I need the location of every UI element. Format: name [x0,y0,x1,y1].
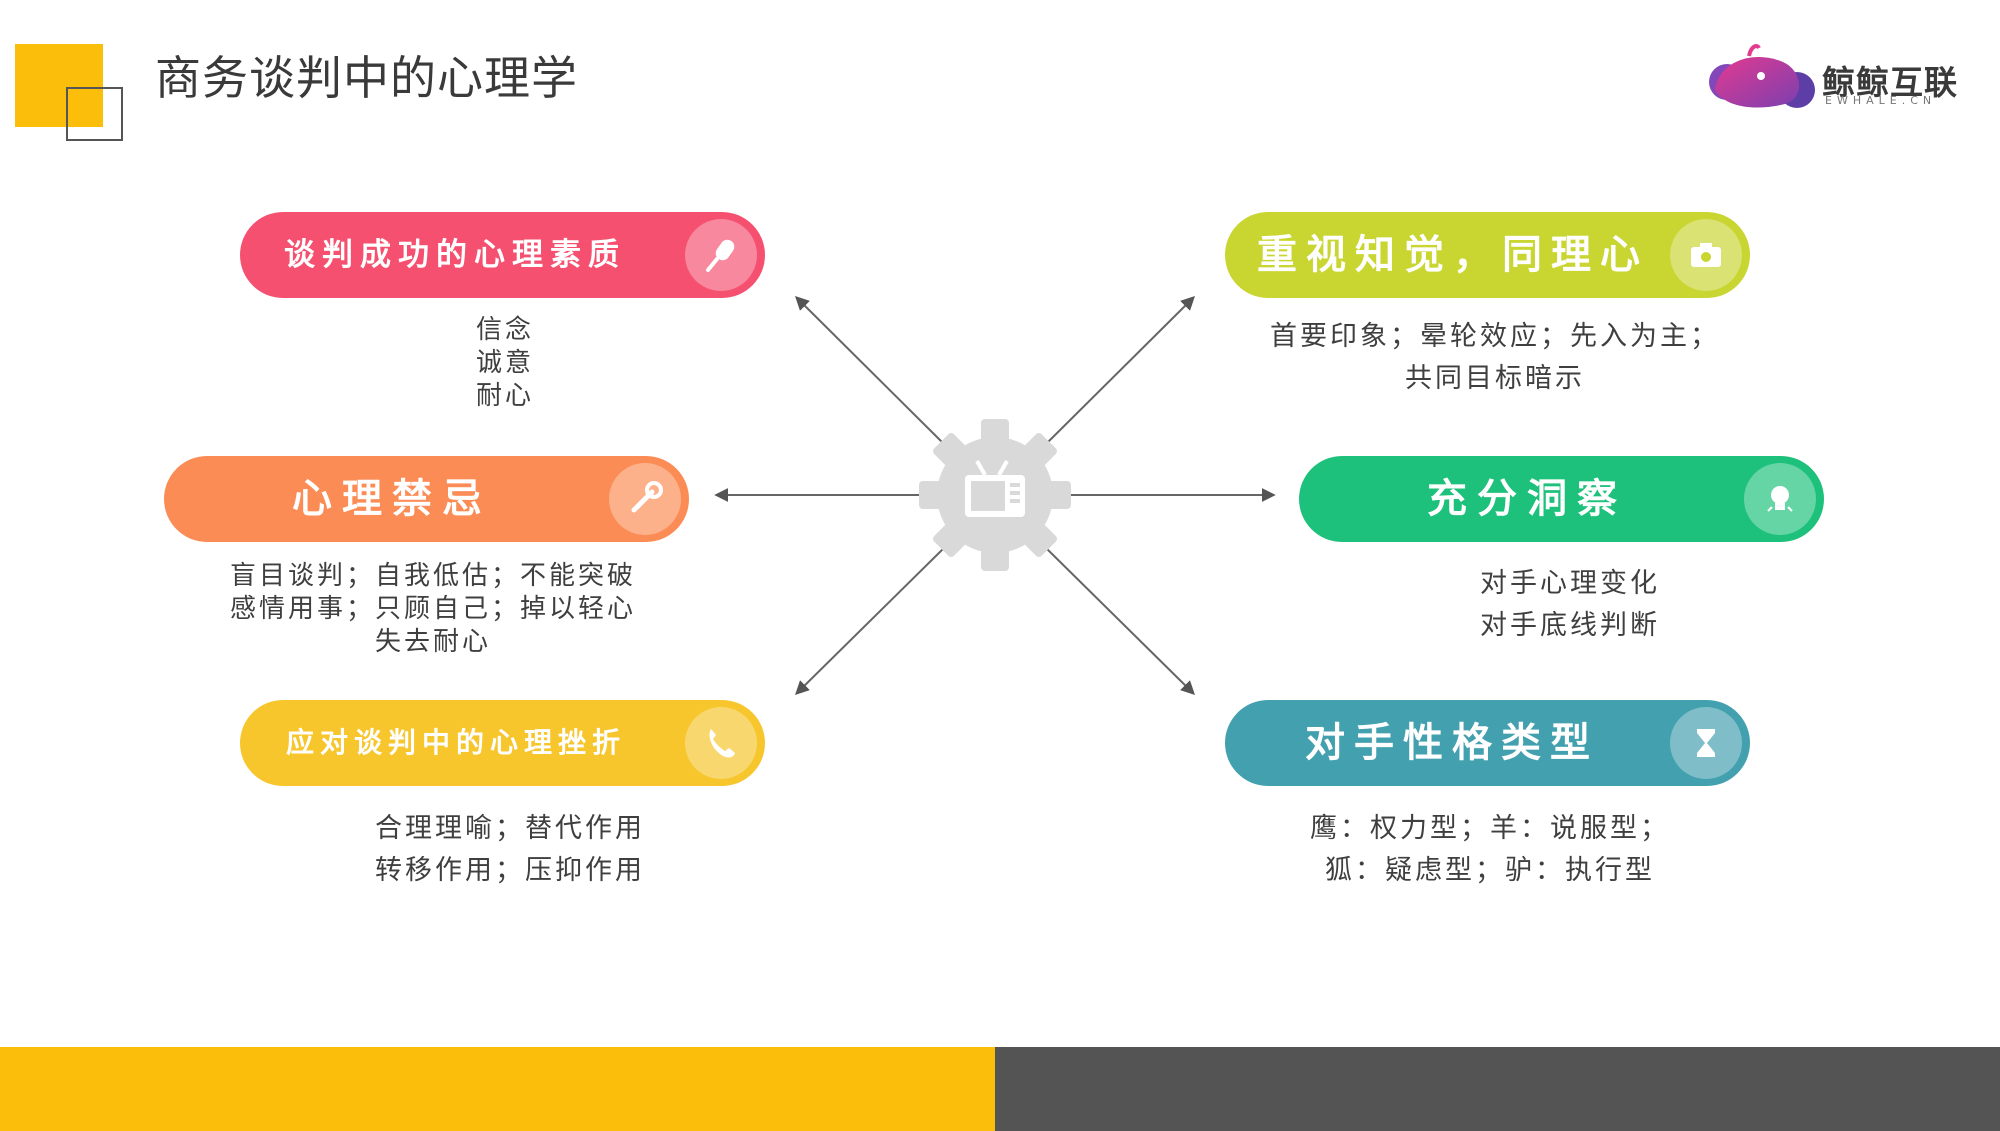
title-decoration-square [15,44,103,127]
desc-line: 共同目标暗示 [1405,363,1585,394]
pill-label: 对手性格类型 [1305,720,1599,766]
pill-psychological-qualities[interactable]: 谈判成功的心理素质 [240,212,765,298]
hourglass-icon [1670,707,1742,779]
microphone-icon [685,219,757,291]
desc-line: 合理理喻；替代作用 [375,813,645,844]
arrow-bottom-left [795,546,946,695]
desc-line: 信念 [475,315,534,345]
desc-psychological-qualities: 信念 诚意 耐心 [415,314,595,413]
desc-line: 感情用事；只顾自己；掉以轻心 [229,594,636,624]
desc-psychological-taboos: 盲目谈判；自我低估；不能突破 感情用事；只顾自己；掉以轻心 失去耐心 [168,560,698,659]
pill-opponent-personality[interactable]: 对手性格类型 [1225,700,1750,786]
desc-perception-empathy: 首要印象；晕轮效应；先入为主； 共同目标暗示 [1230,316,1760,400]
desc-line: 耐心 [475,381,534,411]
logo-name: 鲸鲸互联 [1822,63,1958,102]
desc-line: 对手底线判断 [1480,610,1660,641]
camera-icon [1670,219,1742,291]
pill-label: 充分洞察 [1427,476,1627,522]
pill-label: 心理禁忌 [292,476,492,522]
title-decoration-outline [66,87,123,141]
wrench-icon [609,463,681,535]
gear-tv-icon [919,419,1071,571]
page-title: 商务谈判中的心理学 [155,51,578,105]
whale-logo-icon [1709,44,1815,108]
pill-full-insight[interactable]: 充分洞察 [1299,456,1824,542]
phone-icon [685,707,757,779]
desc-coping-frustration: 合理理喻；替代作用 转移作用；压抑作用 [340,808,680,892]
pill-label: 重视知觉，同理心 [1257,232,1649,278]
logo-subtitle: EWHALE.CN [1825,94,1937,107]
desc-line: 对手心理变化 [1480,568,1660,599]
arrow-top-left [795,296,946,446]
brand-logo: 鲸鲸互联 EWHALE.CN [1705,38,1975,118]
desc-line: 失去耐心 [374,627,491,657]
arrow-bottom-right [1044,546,1195,695]
pill-perception-empathy[interactable]: 重视知觉，同理心 [1225,212,1750,298]
desc-line: 鹰：权力型；羊：说服型； [1310,813,1670,844]
pill-label: 应对谈判中的心理挫折 [286,726,627,759]
arrow-top-right [1044,296,1195,446]
pill-label: 谈判成功的心理素质 [284,237,626,273]
desc-line: 盲目谈判；自我低估；不能突破 [229,561,636,591]
desc-line: 诚意 [475,348,534,378]
desc-line: 狐：疑虑型；驴：执行型 [1325,855,1655,886]
desc-line: 首要印象；晕轮效应；先入为主； [1270,321,1720,352]
footer-bar-yellow [0,1047,995,1131]
desc-opponent-personality: 鹰：权力型；羊：说服型； 狐：疑虑型；驴：执行型 [1250,808,1730,892]
desc-full-insight: 对手心理变化 对手底线判断 [1430,563,1710,647]
pill-psychological-taboos[interactable]: 心理禁忌 [164,456,689,542]
pill-coping-frustration[interactable]: 应对谈判中的心理挫折 [240,700,765,786]
desc-line: 转移作用；压抑作用 [375,855,645,886]
footer-bar-gray [995,1047,2000,1131]
lightbulb-icon [1744,463,1816,535]
